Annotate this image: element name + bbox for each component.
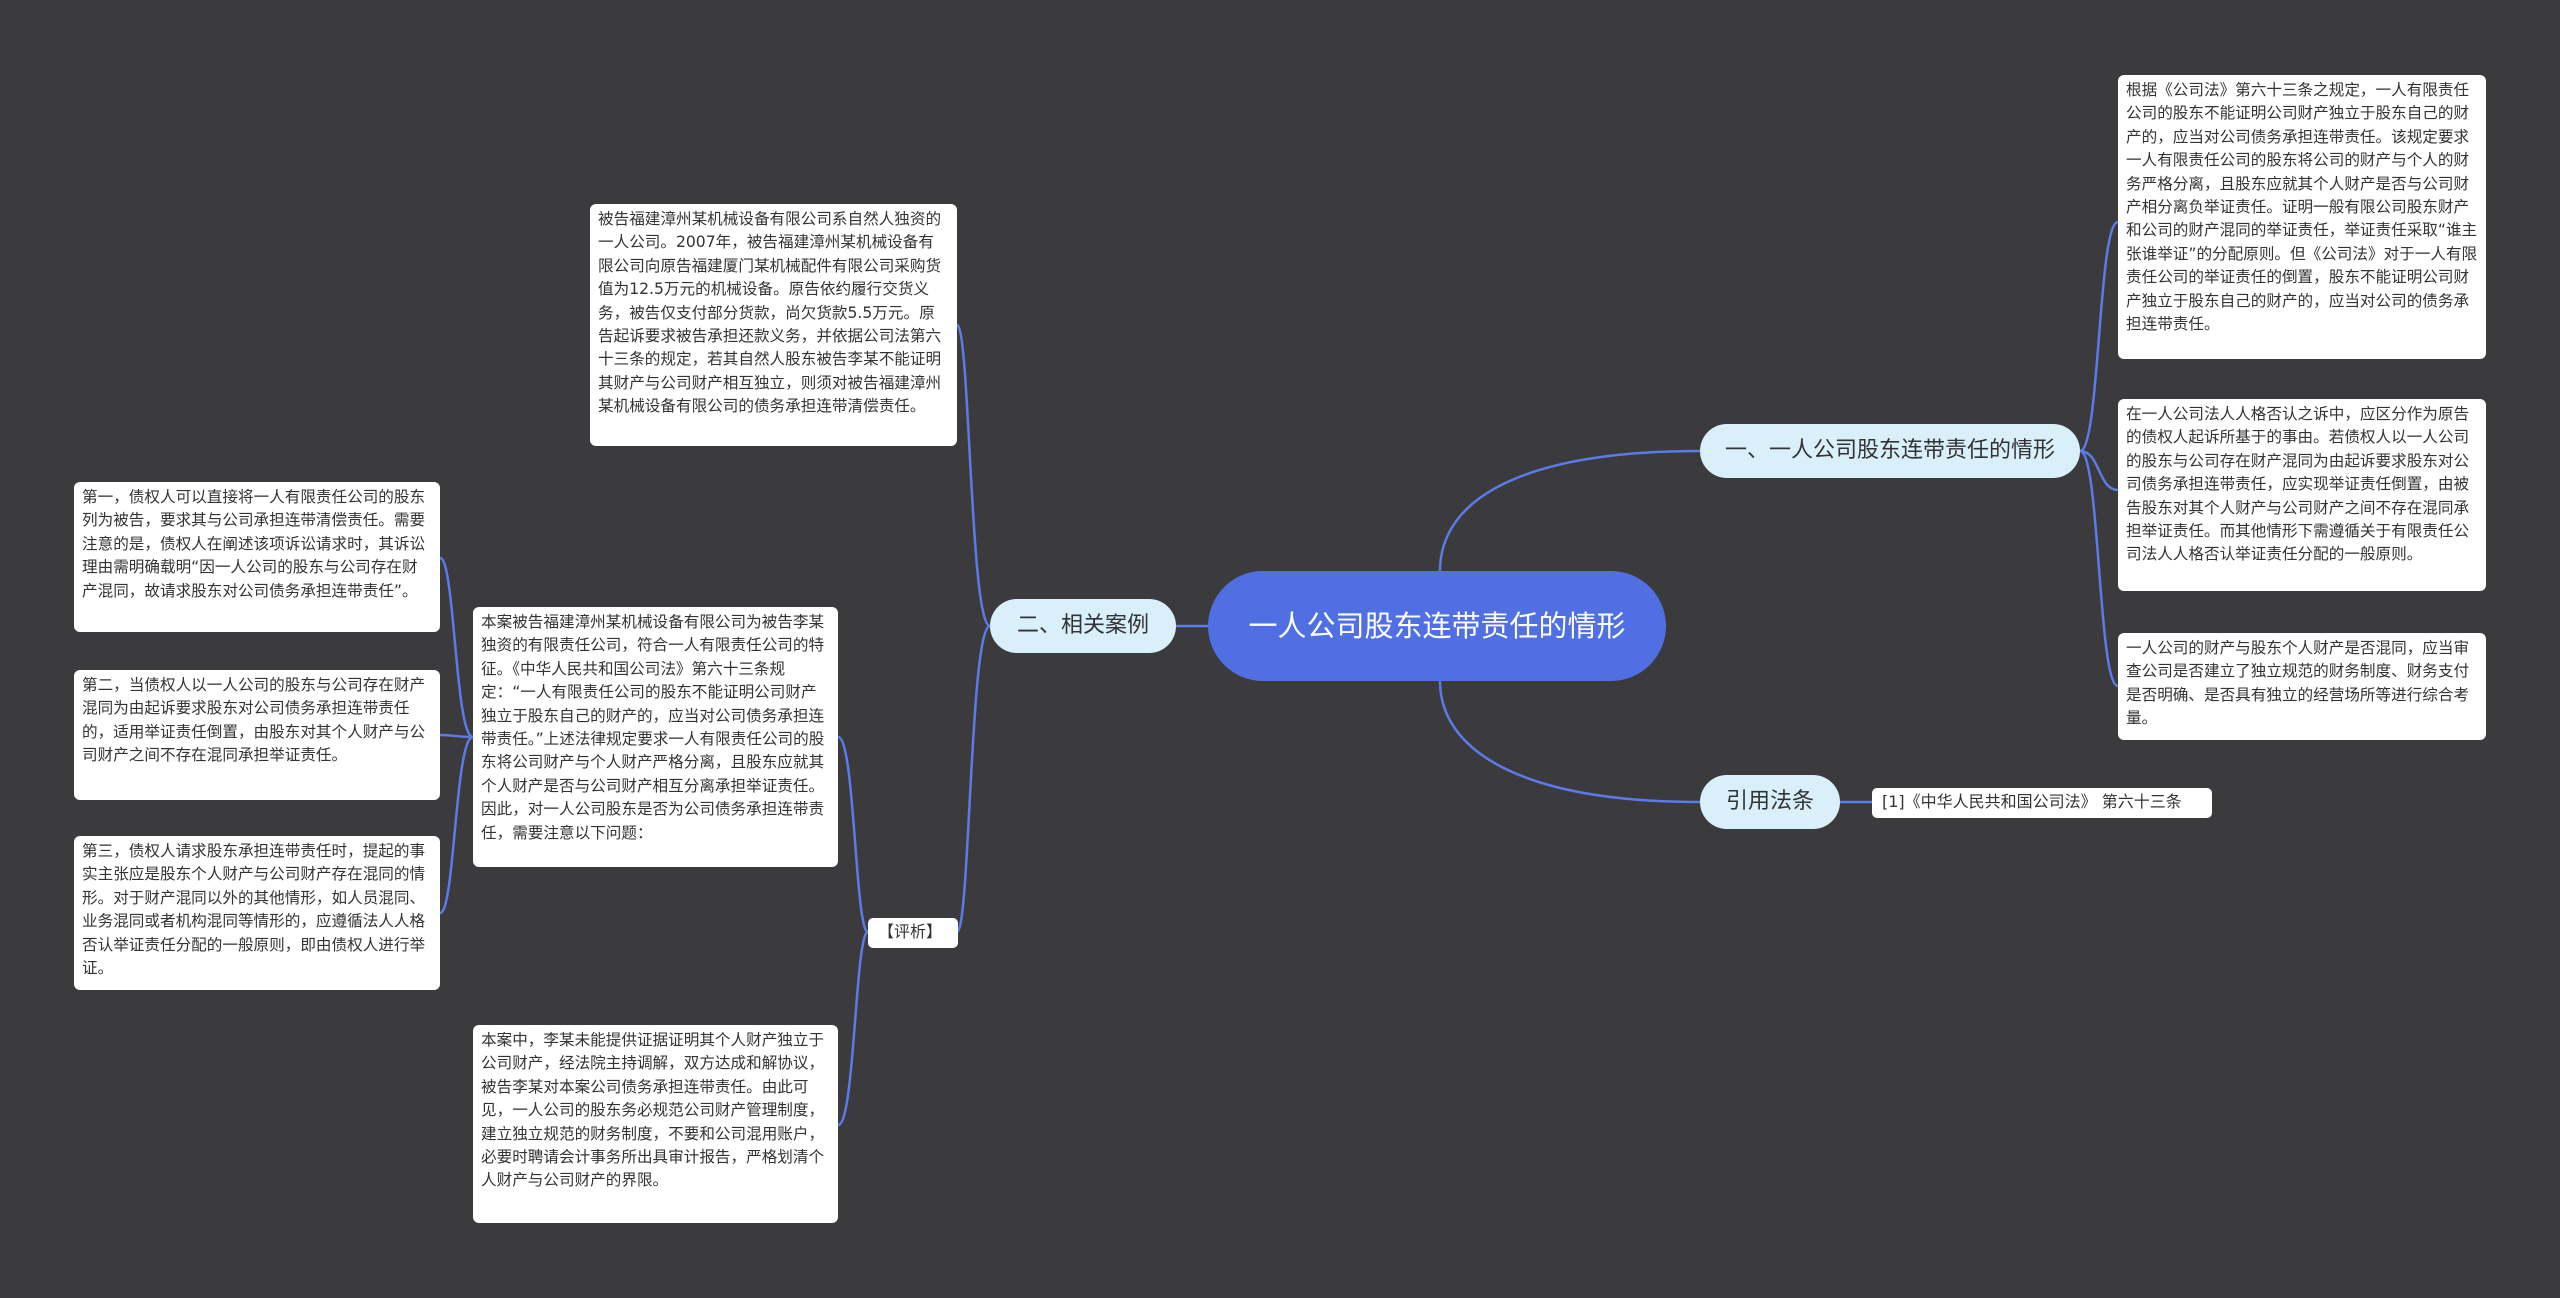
situation-note-text: 根据《公司法》第六十三条之规定，一人有限责任公司的股东不能证明公司财产独立于股东… [2126,81,2478,334]
analysis-main[interactable]: 本案被告福建漳州某机械设备有限公司为被告李某独资的有限责任公司，符合一人有限责任… [473,607,838,867]
case-facts-text: 被告福建漳州某机械设备有限公司系自然人独资的一人公司。2007年，被告福建漳州某… [598,210,942,416]
analysis-point-text: 第二，当债权人以一人公司的股东与公司存在财产混同为由起诉要求股东对公司债务承担连… [82,676,426,765]
branch-situations[interactable]: 一、一人公司股东连带责任的情形 [1700,424,2080,478]
situation-note[interactable]: 一人公司的财产与股东个人财产是否混同，应当审查公司是否建立了独立规范的财务制度、… [2118,633,2486,740]
analysis-point-text: 第一，债权人可以直接将一人有限责任公司的股东列为被告，要求其与公司承担连带清偿责… [82,488,426,600]
law-reference[interactable]: [1]《中华人民共和国公司法》 第六十三条 [1872,788,2212,818]
analysis-label-text: 【评析】 [878,922,943,941]
branch-law[interactable]: 引用法条 [1700,775,1840,829]
situation-note[interactable]: 根据《公司法》第六十三条之规定，一人有限责任公司的股东不能证明公司财产独立于股东… [2118,75,2486,359]
analysis-point-text: 第三，债权人请求股东承担连带责任时，提起的事实主张应是股东个人财产与公司财产存在… [82,842,426,978]
analysis-point[interactable]: 第三，债权人请求股东承担连带责任时，提起的事实主张应是股东个人财产与公司财产存在… [74,836,440,990]
analysis-main-text: 本案被告福建漳州某机械设备有限公司为被告李某独资的有限责任公司，符合一人有限责任… [481,613,825,842]
branch-law-label: 引用法条 [1725,789,1814,814]
analysis-point[interactable]: 第二，当债权人以一人公司的股东与公司存在财产混同为由起诉要求股东对公司债务承担连… [74,670,440,800]
law-reference-text: [1]《中华人民共和国公司法》 第六十三条 [1882,792,2182,811]
branch-cases[interactable]: 二、相关案例 [990,599,1176,653]
case-facts[interactable]: 被告福建漳州某机械设备有限公司系自然人独资的一人公司。2007年，被告福建漳州某… [590,204,957,446]
analysis-conclusion[interactable]: 本案中，李某未能提供证据证明其个人财产独立于公司财产，经法院主持调解，双方达成和… [473,1025,838,1223]
root-topic[interactable]: 一人公司股东连带责任的情形 [1208,571,1666,681]
branch-cases-label: 二、相关案例 [1016,613,1149,638]
analysis-point[interactable]: 第一，债权人可以直接将一人有限责任公司的股东列为被告，要求其与公司承担连带清偿责… [74,482,440,632]
analysis-conclusion-text: 本案中，李某未能提供证据证明其个人财产独立于公司财产，经法院主持调解，双方达成和… [481,1031,825,1190]
branch-situations-label: 一、一人公司股东连带责任的情形 [1724,438,2055,463]
situation-note-text: 在一人公司法人人格否认之诉中，应区分作为原告的债权人起诉所基于的事由。若债权人以… [2126,405,2470,564]
analysis-label[interactable]: 【评析】 [868,918,958,948]
situation-note-text: 一人公司的财产与股东个人财产是否混同，应当审查公司是否建立了独立规范的财务制度、… [2126,639,2470,728]
root-topic-label: 一人公司股东连带责任的情形 [1248,609,1626,643]
situation-note[interactable]: 在一人公司法人人格否认之诉中，应区分作为原告的债权人起诉所基于的事由。若债权人以… [2118,399,2486,591]
